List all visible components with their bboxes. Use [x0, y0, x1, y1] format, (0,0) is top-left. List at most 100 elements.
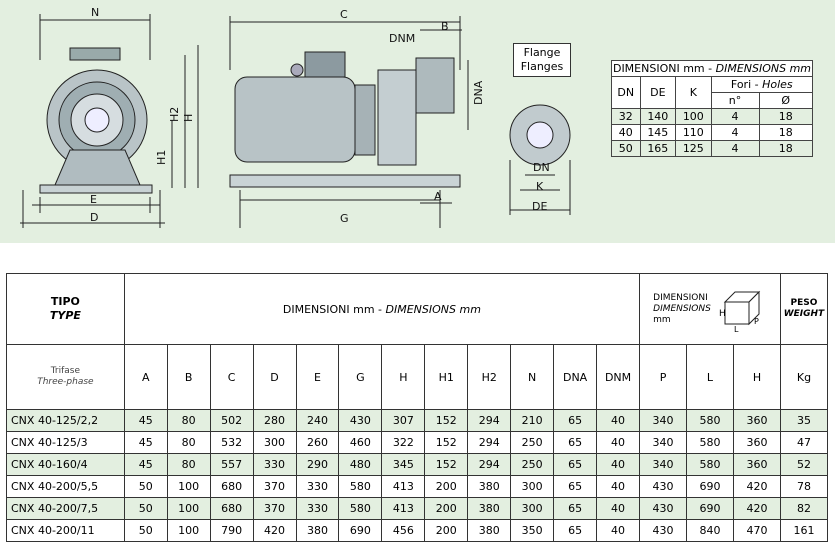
value-cell: 430	[639, 497, 687, 520]
dim-label-g: G	[340, 212, 349, 225]
flange-col-diam: Ø	[758, 92, 814, 109]
dim-label-dn: DN	[533, 161, 550, 174]
value-cell: 680	[209, 475, 254, 498]
value-cell: 40	[596, 519, 641, 542]
value-cell: 307	[381, 409, 426, 432]
flange-title-box: Flange Flanges	[513, 43, 571, 77]
value-cell: 340	[639, 453, 687, 476]
dim-label-h1: H1	[155, 150, 168, 165]
value-cell: 370	[252, 475, 297, 498]
value-cell: 340	[639, 409, 687, 432]
dim-label-h: H	[182, 114, 195, 122]
svg-text:P: P	[754, 317, 759, 326]
value-cell: 200	[424, 519, 469, 542]
value-cell: 200	[424, 475, 469, 498]
dim-label-d: D	[90, 211, 98, 224]
value-cell: 82	[779, 497, 829, 520]
value-cell: 80	[166, 431, 211, 454]
value-cell: 40	[596, 431, 641, 454]
drawing-panel: N E D H1 H2 H C B DNM DNA G	[0, 0, 835, 243]
value-cell: 330	[252, 453, 297, 476]
value-cell: 152	[424, 453, 469, 476]
value-cell: 380	[467, 497, 512, 520]
value-cell: 690	[338, 519, 383, 542]
value-cell: 152	[424, 431, 469, 454]
value-cell: 380	[467, 519, 512, 542]
value-cell: 456	[381, 519, 426, 542]
value-cell: 350	[510, 519, 555, 542]
value-cell: 80	[166, 409, 211, 432]
value-cell: 40	[596, 453, 641, 476]
dim-label-a: A	[434, 190, 442, 203]
value-cell: 250	[510, 453, 555, 476]
value-cell: 40	[596, 497, 641, 520]
value-cell: 370	[252, 497, 297, 520]
flange-col-dn: DN	[611, 76, 641, 109]
value-cell: 290	[295, 453, 340, 476]
value-cell: 294	[467, 453, 512, 476]
value-cell: 430	[639, 475, 687, 498]
value-cell: 45	[123, 453, 168, 476]
dim-label-h2: H2	[168, 107, 181, 122]
model-cell: CNX 40-125/2,2	[6, 409, 125, 432]
value-cell: 240	[295, 409, 340, 432]
dim-label-b: B	[441, 20, 449, 33]
value-cell: 50	[123, 475, 168, 498]
value-cell: 580	[686, 431, 734, 454]
value-cell: 380	[295, 519, 340, 542]
value-cell: 360	[732, 453, 781, 476]
value-cell: 430	[338, 409, 383, 432]
value-cell: 557	[209, 453, 254, 476]
box-icon: H L P	[719, 290, 761, 332]
value-cell: 420	[732, 475, 781, 498]
flange-title-it: Flange	[523, 46, 561, 59]
value-cell: 413	[381, 475, 426, 498]
value-cell: 47	[779, 431, 829, 454]
value-cell: 210	[510, 409, 555, 432]
flange-table-title: DIMENSIONI mm - DIMENSIONS mm	[611, 60, 813, 77]
value-cell: 340	[639, 431, 687, 454]
value-cell: 161	[779, 519, 829, 542]
value-cell: 45	[123, 431, 168, 454]
value-cell: 65	[553, 453, 598, 476]
model-cell: CNX 40-125/3	[6, 431, 125, 454]
value-cell: 840	[686, 519, 734, 542]
value-cell: 300	[510, 497, 555, 520]
value-cell: 532	[209, 431, 254, 454]
value-cell: 690	[686, 475, 734, 498]
value-cell: 100	[166, 497, 211, 520]
svg-text:L: L	[734, 325, 739, 332]
value-cell: 280	[252, 409, 297, 432]
value-cell: 680	[209, 497, 254, 520]
value-cell: 360	[732, 409, 781, 432]
model-cell: CNX 40-200/11	[6, 519, 125, 542]
value-cell: 790	[209, 519, 254, 542]
value-cell: 380	[467, 475, 512, 498]
flange-title-en: Flanges	[520, 60, 564, 73]
model-cell: CNX 40-200/5,5	[6, 475, 125, 498]
flange-col-k: K	[675, 76, 712, 109]
value-cell: 330	[295, 497, 340, 520]
value-cell: 690	[686, 497, 734, 520]
value-cell: 460	[338, 431, 383, 454]
value-cell: 65	[553, 519, 598, 542]
value-cell: 50	[123, 519, 168, 542]
model-cell: CNX 40-200/7,5	[6, 497, 125, 520]
value-cell: 420	[252, 519, 297, 542]
value-cell: 65	[553, 431, 598, 454]
value-cell: 413	[381, 497, 426, 520]
dim-label-c: C	[340, 8, 348, 21]
pump-technical-drawing: N E D H1 H2 H C B DNM DNA G	[20, 6, 571, 228]
value-cell: 200	[424, 497, 469, 520]
dim-label-k: K	[536, 180, 544, 193]
